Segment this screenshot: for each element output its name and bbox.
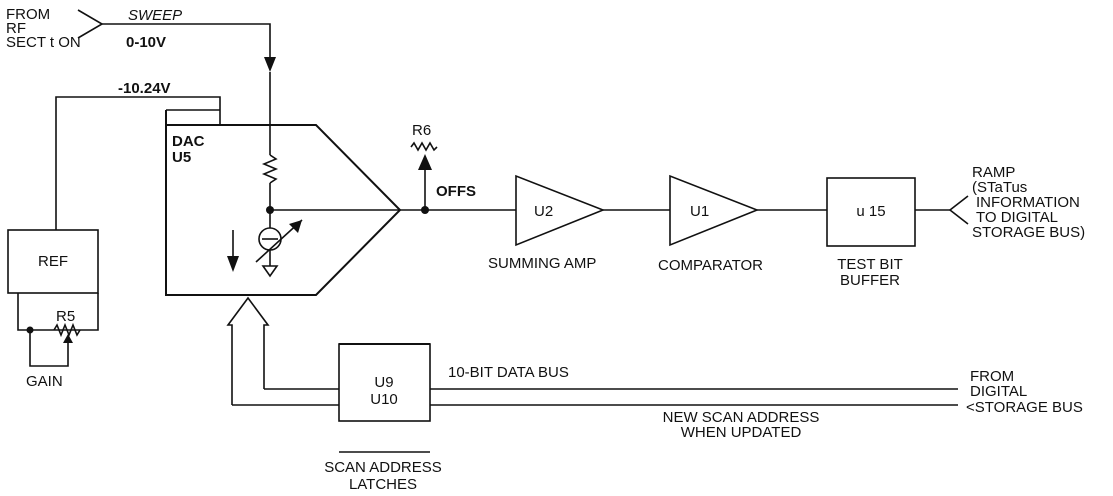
from-digital-label-line2: DIGITAL — [970, 383, 1027, 400]
when-updated-label: WHEN UPDATED — [681, 424, 802, 441]
u2-label: U2 — [534, 203, 553, 220]
ref-label: REF — [38, 253, 68, 270]
offs-label: OFFS — [436, 183, 476, 200]
dac-u5-label: U5 — [172, 149, 191, 166]
sweep-range-label: 0-10V — [126, 34, 166, 51]
ramp-label-line3: INFORMATION — [976, 194, 1080, 211]
u9-label: U9 — [374, 374, 393, 391]
u15-label: u 15 — [856, 203, 885, 220]
r6-potentiometer-icon — [410, 141, 438, 152]
new-scan-address-label: NEW SCAN ADDRESS — [663, 409, 820, 426]
scan-address-label: SCAN ADDRESS — [324, 459, 442, 476]
ramp-label-line4: TO DIGITAL — [976, 209, 1058, 226]
ref-voltage-line — [55, 96, 221, 230]
comparator-label: COMPARATOR — [658, 257, 763, 274]
r5-label: R5 — [56, 308, 75, 325]
from-rf-label-line1: FROM — [6, 6, 50, 23]
from-digital-label-line3: <STORAGE BUS — [966, 399, 1083, 416]
ramp-output-connector — [915, 195, 969, 225]
summing-amp-label: SUMMING AMP — [488, 255, 596, 272]
data-bus-label: 10-BIT DATA BUS — [448, 364, 569, 381]
dac-u5-block — [165, 109, 402, 296]
from-rf-label-line3: SECT t ON — [6, 34, 81, 51]
ramp-label-line5: STORAGE BUS) — [972, 224, 1085, 241]
ref-block — [7, 229, 99, 294]
gain-adjust-r5 — [17, 293, 99, 367]
offset-node — [400, 154, 516, 214]
ramp-label-line1: RAMP — [972, 164, 1015, 181]
down-arrow-icon — [227, 230, 239, 272]
u15-test-bit-buffer — [826, 177, 916, 247]
rf-input-connector — [77, 9, 276, 155]
sweep-label: SWEEP — [128, 7, 182, 24]
current-source-icon — [255, 210, 303, 278]
u1-comparator — [669, 174, 760, 247]
from-digital-label-line1: FROM — [970, 368, 1014, 385]
r6-label: R6 — [412, 122, 431, 139]
dac-label: DAC — [172, 133, 205, 150]
from-rf-label-line2: RF — [6, 20, 26, 37]
ref-voltage-label: -10.24V — [118, 80, 171, 97]
test-bit-label: TEST BIT — [837, 256, 903, 273]
dac-input-resistor — [261, 154, 400, 214]
latches-label: LATCHES — [349, 476, 417, 493]
u2-summing-amp — [515, 174, 606, 247]
u1-label: U1 — [690, 203, 709, 220]
u10-label: U10 — [370, 391, 398, 408]
ramp-label-line2: (STaTus — [972, 179, 1027, 196]
buffer-label: BUFFER — [840, 272, 900, 289]
data-bus-arrow — [226, 296, 339, 406]
gain-label: GAIN — [26, 373, 63, 390]
